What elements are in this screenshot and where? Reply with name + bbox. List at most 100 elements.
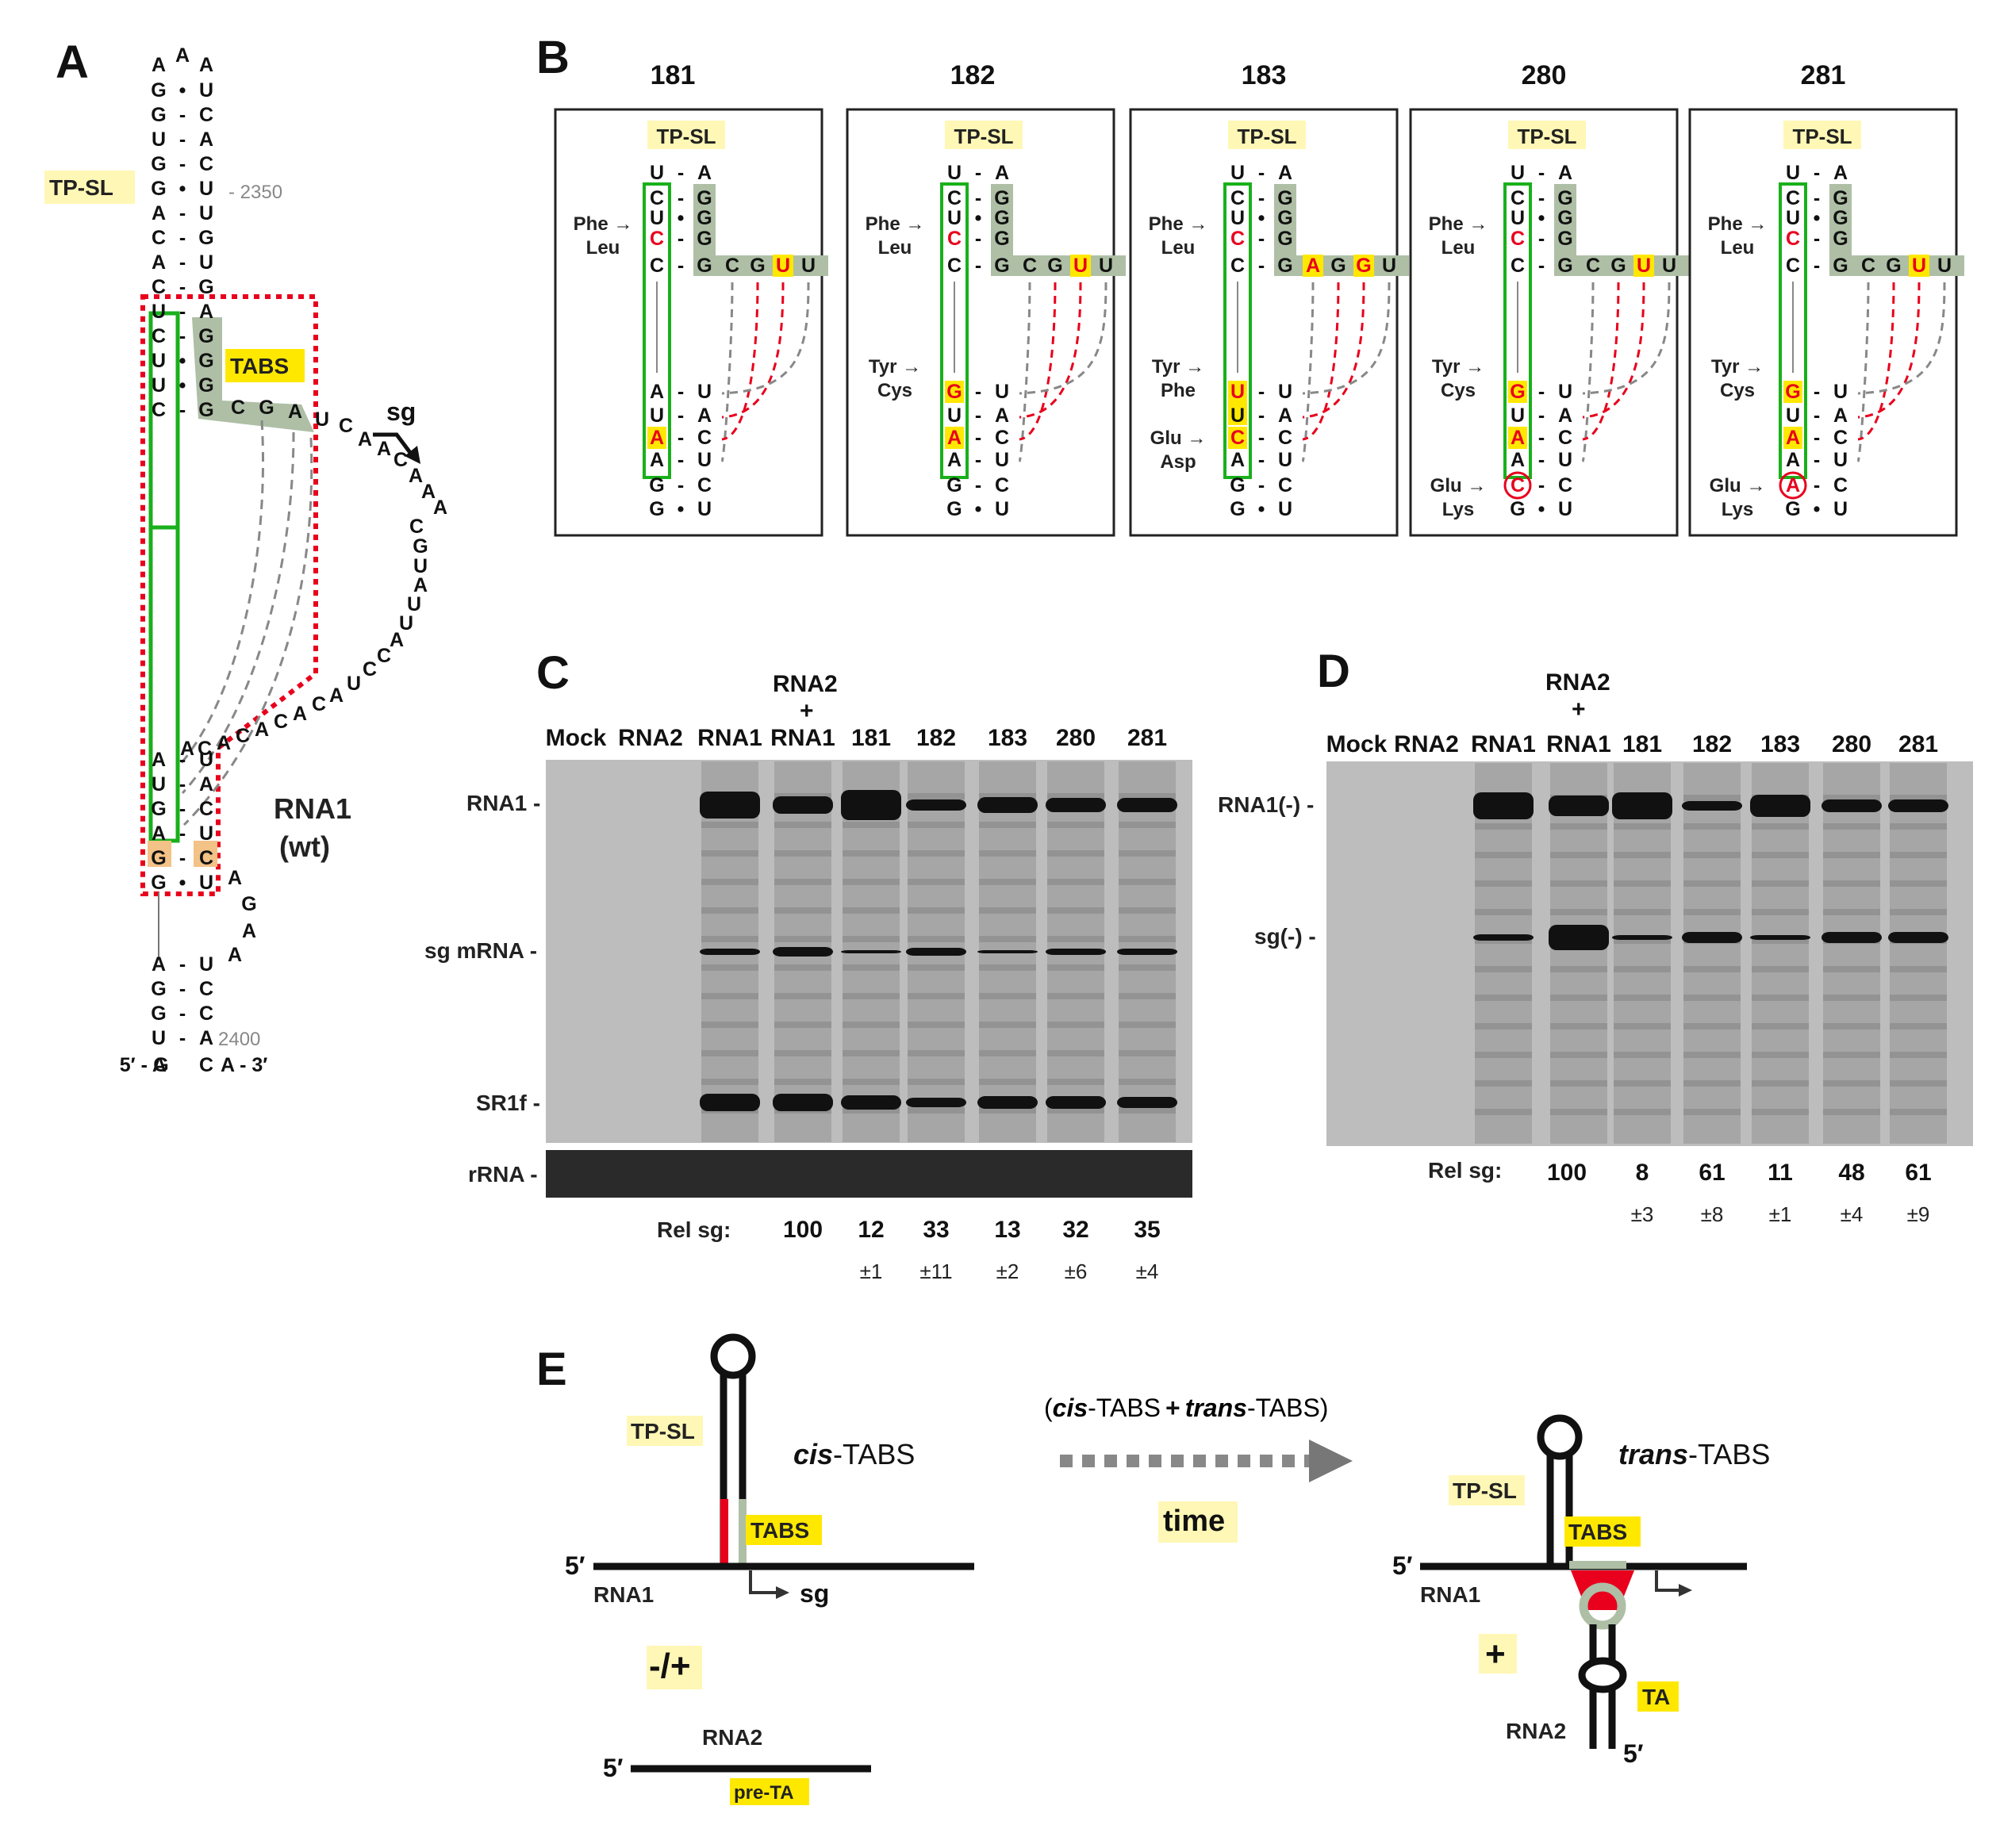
tail-nt: G (1886, 255, 1901, 277)
pair-mark: - (1258, 427, 1265, 449)
d-rel-label: Rel sg: (1428, 1158, 1502, 1183)
faint-band (1614, 1109, 1671, 1115)
stem-nt: G (198, 276, 213, 298)
stem-nt: C (1833, 474, 1848, 497)
sg-arrow-head (405, 446, 420, 464)
three-prime: A - 3′ (221, 1054, 267, 1076)
rel-value: 12 (858, 1217, 884, 1243)
stem-nt: G (1230, 498, 1245, 520)
rel-sd: ±4 (1841, 1202, 1864, 1226)
faint-band (1614, 937, 1671, 944)
stem-nt: U (995, 449, 1009, 471)
rel-value: 11 (1768, 1160, 1793, 1186)
stem-nt: C (947, 187, 962, 209)
stem-nt: U (1230, 207, 1245, 229)
gel-band (773, 947, 833, 957)
pair-mark: • (678, 207, 685, 229)
aa-change-to: Phe (1161, 380, 1196, 401)
tabs-link (720, 282, 734, 462)
lane-smear (1890, 763, 1947, 1144)
faint-band (1475, 966, 1532, 972)
tpsl-label: TP-SL (1517, 125, 1576, 148)
mut-highlight (1228, 381, 1247, 403)
faint-band (908, 879, 965, 885)
pair-mark: • (179, 79, 186, 102)
tabs-tail-nt: U (315, 408, 329, 431)
stem-nt: A (1230, 449, 1245, 471)
stem-nt: G (153, 1054, 168, 1076)
pair-mark: - (179, 325, 186, 347)
tpsl-label: TP-SL (656, 125, 716, 148)
green-box (1779, 182, 1807, 479)
stem-nt: C (697, 474, 712, 497)
stem-nt: G (1557, 187, 1572, 209)
e-tabs-label: TABS (750, 1518, 809, 1543)
faint-band (1752, 937, 1809, 944)
trans-ta-loop (1579, 1582, 1626, 1630)
c-rel-label: Rel sg: (657, 1217, 731, 1242)
faint-band (774, 850, 831, 857)
pair-mark: - (975, 187, 981, 209)
rel-sd: ±1 (1769, 1202, 1792, 1226)
lane-smear (1614, 763, 1671, 1144)
faint-band (1823, 795, 1880, 801)
stem-nt: C (1511, 228, 1525, 250)
c-rrna-gel (546, 1150, 1192, 1198)
pair-mark: - (1814, 427, 1820, 449)
gel-band (1046, 798, 1106, 812)
stem-nt: A (152, 202, 166, 224)
gel-band (1888, 932, 1948, 943)
faint-band (908, 1022, 965, 1028)
faint-band (908, 907, 965, 914)
linker-nt: A (293, 703, 307, 725)
stem-nt: C (1511, 187, 1525, 209)
stem-nt: G (151, 153, 166, 175)
stem-nt: U (199, 872, 213, 894)
stem-nt: U (995, 498, 1009, 520)
faint-band (1550, 966, 1607, 972)
linker-nt: A (377, 438, 391, 460)
faint-band (1683, 966, 1741, 972)
faint-band (1119, 850, 1176, 857)
stem-nt: C (1278, 474, 1292, 497)
pair-mark: - (1814, 228, 1820, 250)
lane-smear (1823, 763, 1880, 1144)
tabs-shade-tail (1554, 255, 1689, 276)
faint-band (1823, 966, 1880, 972)
stem-nt: U (199, 178, 213, 200)
faint-band (908, 793, 965, 799)
stem-nt: U (947, 207, 962, 229)
faint-band (774, 993, 831, 999)
five-prime: 5′ - A (120, 1054, 167, 1076)
stem-nt: A (199, 128, 213, 151)
faint-band (1683, 1080, 1741, 1087)
trans-sg-arrow (1655, 1570, 1680, 1592)
pair-mark: - (1538, 187, 1545, 209)
pair-mark: • (975, 207, 982, 229)
faint-band (774, 936, 831, 942)
stem-nt: G (1277, 187, 1292, 209)
mut-highlight (945, 381, 964, 403)
gel-band (1046, 1096, 1106, 1109)
e-cis-label: cis-TABS (793, 1438, 915, 1470)
gel-band (1750, 795, 1810, 817)
faint-band (979, 964, 1036, 971)
stem-nt: G (649, 474, 664, 497)
faint-band (1614, 909, 1671, 915)
pair-mark: • (179, 872, 186, 894)
stem-nt: U (1511, 404, 1525, 427)
lane-smear (1683, 763, 1741, 1144)
stem-nt: C (1230, 228, 1245, 250)
faint-band (979, 793, 1036, 799)
pair-mark: - (678, 449, 684, 471)
faint-band (1119, 1079, 1176, 1085)
mutant-number: 182 (950, 60, 996, 90)
stem-nt: U (697, 449, 712, 471)
green-box (940, 182, 969, 479)
faint-band (979, 907, 1036, 914)
stem-nt: C (697, 427, 712, 449)
stem-nt: U (1230, 381, 1245, 403)
